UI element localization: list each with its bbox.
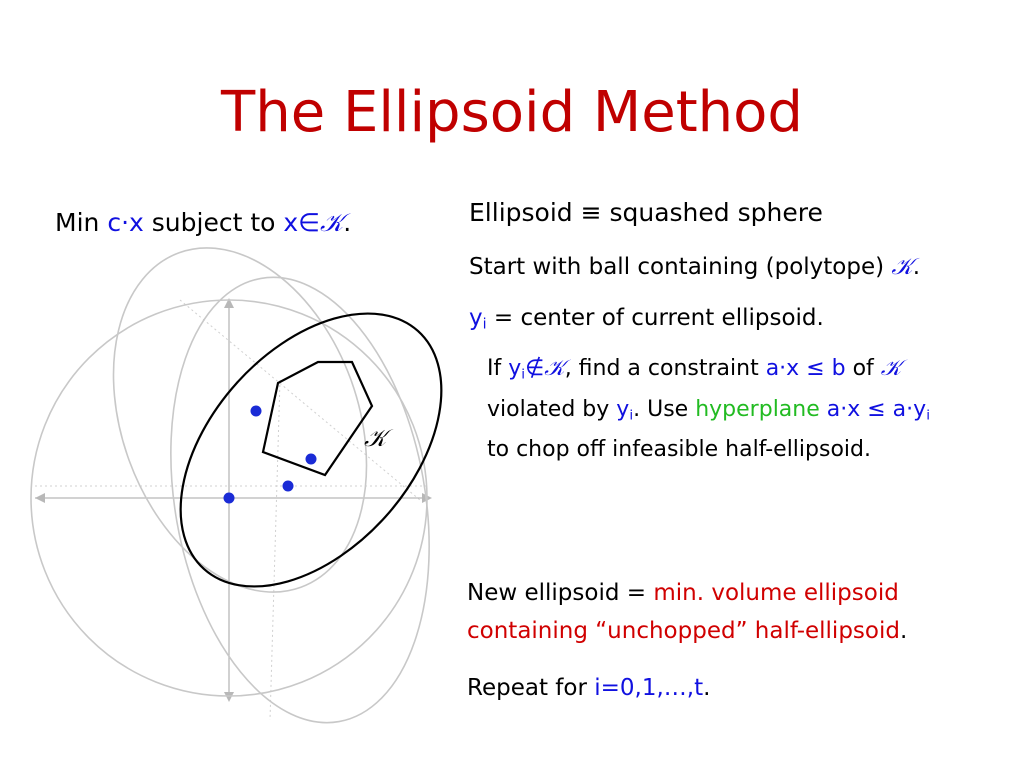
hyperplane-expr: a·x ≤ a· [819, 397, 914, 422]
if-i: i [521, 366, 526, 383]
i-subscript: i [482, 316, 487, 333]
hyperplane-word: hyperplane [695, 397, 820, 422]
notin-K: 𝒦 [544, 356, 565, 381]
unchopped-text: containing “unchopped” half-ellipsoid [467, 618, 900, 644]
objective-cx: c·x [107, 208, 144, 237]
repeat-line: Repeat for i=0,1,…,t. [467, 675, 710, 703]
new-ellipsoid-line-1: New ellipsoid = min. volume ellipsoid [467, 580, 899, 608]
start-period: . [912, 254, 921, 280]
center-point-y2 [250, 405, 262, 417]
chop-line: to chop off infeasible half-ellipsoid. [487, 437, 871, 462]
new-ellipsoid-period: . [899, 618, 908, 644]
constraint-expr: a·x ≤ b [765, 356, 846, 381]
ellipsoid-2 [170, 276, 430, 724]
violated-i: i [629, 407, 634, 424]
use-text: . Use [633, 397, 696, 422]
if-line: If yi∉𝒦, find a constraint a·x ≤ b of 𝒦 [487, 356, 901, 382]
center-point-y3 [305, 453, 317, 465]
notin-symbol: ∉ [525, 356, 545, 381]
y-axis-top-arrow [224, 298, 234, 308]
center-point-y1 [282, 480, 294, 492]
start-ball-line: Start with ball containing (polytope) 𝒦. [469, 254, 920, 282]
hyperplane-i: i [926, 407, 930, 424]
ellipsoid-1 [112, 247, 368, 593]
center-text: = center of current ellipsoid. [486, 305, 824, 331]
guide-line-diagonal-1 [179, 299, 421, 501]
problem-statement: Min c·x subject to x∈𝒦. [55, 208, 351, 238]
y-axis-bottom-arrow [224, 692, 234, 702]
repeat-range: i=0,1,…,t [594, 675, 704, 701]
repeat-text: Repeat for [467, 675, 595, 701]
current-ellipsoid [179, 312, 443, 588]
if-y: y [508, 356, 522, 381]
x-axis-left-arrow [35, 493, 45, 503]
x-in: x∈ [283, 208, 320, 237]
of-K: 𝒦 [880, 356, 902, 381]
find-text: , find a constraint [564, 356, 766, 381]
center-point-y0 [223, 492, 235, 504]
start-text: Start with ball containing (polytope) [469, 254, 885, 280]
min-label: Min [55, 208, 100, 237]
hyperplane-y: y [913, 397, 927, 422]
new-ellipsoid-line-2: containing “unchopped” half-ellipsoid. [467, 618, 907, 646]
set-K: 𝒦 [319, 208, 344, 237]
violated-line: violated by yi. Use hyperplane a·x ≤ a·y… [487, 397, 930, 423]
slide-title: The Ellipsoid Method [221, 80, 803, 145]
y-symbol: y [469, 305, 483, 331]
violated-text: violated by [487, 397, 617, 422]
start-K: 𝒦 [891, 254, 913, 280]
guide-line-diagonal-2 [269, 379, 281, 721]
min-volume-text: min. volume ellipsoid [653, 580, 899, 606]
violated-y: y [616, 397, 630, 422]
center-definition: yi = center of current ellipsoid. [469, 305, 824, 333]
period: . [343, 208, 352, 237]
of-text: of [845, 356, 881, 381]
ellipsoid-definition: Ellipsoid ≡ squashed sphere [469, 198, 823, 227]
polytope-K [261, 360, 374, 477]
initial-ball [30, 299, 428, 697]
subject-to-label: subject to [151, 208, 276, 237]
if-text: If [487, 356, 509, 381]
new-ellipsoid-label: New ellipsoid = [467, 580, 654, 606]
polytope-K-label: 𝒦 [364, 424, 394, 452]
repeat-period: . [703, 675, 711, 701]
